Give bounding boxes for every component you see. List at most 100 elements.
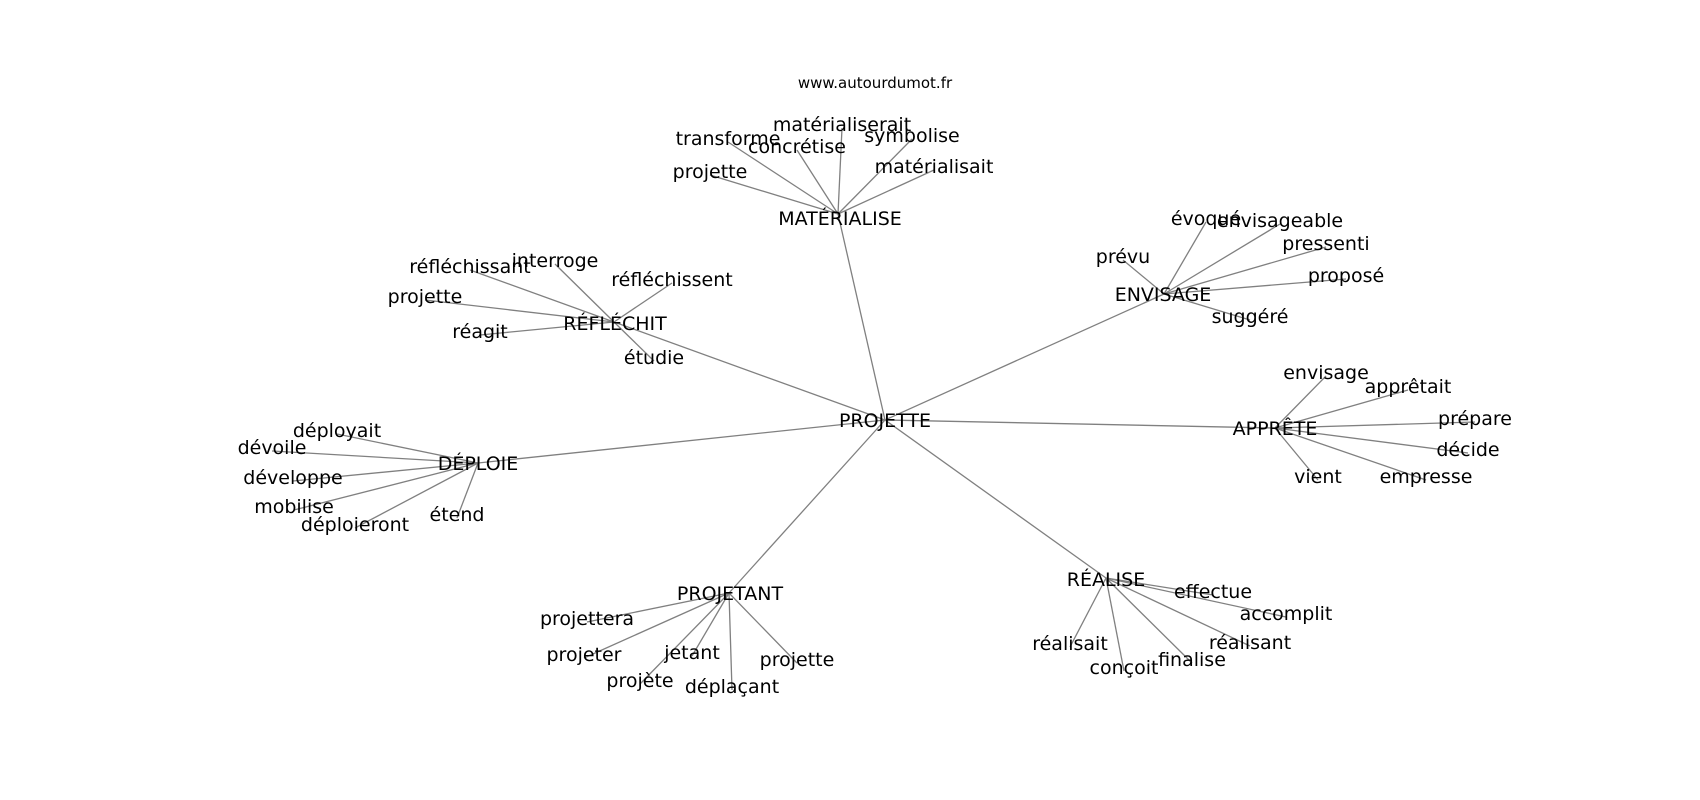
leaf-node-envisageable: envisageable: [1217, 210, 1343, 232]
edge-deploie-to-etend: [456, 462, 479, 519]
edge-realise-to-accomplit: [1105, 577, 1287, 618]
hub-node-reflechit: RÉFLÉCHIT: [563, 312, 667, 335]
leaf-node-pressenti: pressenti: [1282, 233, 1369, 255]
leaf-node-prevu: prévu: [1096, 246, 1150, 268]
leaf-node-accomplit: accomplit: [1240, 603, 1333, 625]
edge-deploie-to-mobilise: [293, 462, 479, 511]
hub-node-envisage: ENVISAGE: [1115, 284, 1212, 306]
leaf-node-developpe: développe: [243, 467, 342, 489]
leaf-node-etudie: étudie: [624, 347, 684, 369]
edge-reflechit-to-projette: [424, 299, 615, 323]
leaf-node-projete: projète: [606, 670, 673, 692]
hub-node-apprete: APPRÊTE: [1233, 417, 1318, 440]
edge-deploie-to-developpe: [292, 462, 479, 482]
edge-materialise-to-concretise: [796, 149, 839, 215]
leaf-node-interroge: interroge: [512, 250, 599, 272]
leaf-node-concoit: conçoit: [1090, 657, 1159, 679]
edge-projetant-to-projeter: [583, 592, 730, 659]
edge-projetant-to-deplacant: [728, 592, 733, 691]
source-url: www.autourdumot.fr: [798, 74, 953, 92]
edge-deploie-to-deploieront: [354, 462, 479, 529]
edge-realise-to-effectue: [1105, 577, 1214, 596]
leaf-node-suggere: suggéré: [1212, 306, 1289, 328]
edge-center-to-apprete: [884, 419, 1276, 429]
edge-projetant-to-projette: [728, 592, 798, 664]
edge-reflechit-to-interroge: [554, 263, 615, 323]
edge-apprete-to-appretait: [1274, 389, 1409, 429]
edge-envisage-to-suggere: [1163, 293, 1251, 321]
edge-apprete-to-vient: [1274, 427, 1319, 481]
edge-envisage-to-propose: [1163, 278, 1347, 295]
leaf-node-deployait: déployait: [293, 420, 381, 442]
leaf-node-reflechissant: réfléchissant: [409, 256, 530, 278]
edge-materialise-to-materialiserait: [837, 127, 843, 215]
edge-realise-to-finalise: [1105, 577, 1193, 664]
leaf-node-projette: projette: [673, 161, 748, 183]
edge-reflechit-to-reagit: [479, 321, 615, 336]
leaf-node-realisant: réalisant: [1209, 632, 1291, 654]
hub-node-deploie: DÉPLOIE: [438, 452, 519, 475]
edge-center-to-reflechit: [613, 321, 886, 421]
center-node: PROJETTE: [839, 410, 931, 432]
edge-envisage-to-prevu: [1122, 259, 1165, 295]
edge-materialise-to-materialisait: [837, 169, 935, 215]
leaf-node-projette: projette: [388, 286, 463, 308]
hub-node-materialise: MATÉRIALISE: [778, 207, 902, 230]
edge-realise-to-realisait: [1069, 577, 1107, 648]
edge-projetant-to-projete: [639, 592, 730, 685]
leaf-node-materialisait: matérialisait: [875, 156, 994, 178]
edge-envisage-to-envisageable: [1163, 223, 1281, 295]
edge-materialise-to-symbolise: [837, 138, 913, 215]
leaf-node-mobilise: mobilise: [254, 496, 334, 518]
leaf-node-projette: projette: [760, 649, 835, 671]
leaf-node-etend: étend: [430, 504, 485, 526]
edge-deploie-to-deployait: [336, 433, 479, 464]
hub-node-realise: RÉALISE: [1067, 568, 1145, 591]
edge-realise-to-concoit: [1105, 577, 1125, 672]
leaf-node-devoile: dévoile: [238, 437, 307, 459]
leaf-node-concretise: concrétise: [748, 136, 846, 158]
edge-center-to-envisage: [884, 293, 1165, 421]
leaf-node-projettera: projettera: [540, 608, 634, 630]
leaf-node-envisage: envisage: [1283, 362, 1369, 384]
graph-labels: PROJETTE MATÉRIALISE matérialiseraittransf…: [238, 114, 1512, 698]
edge-center-to-materialise: [837, 213, 886, 421]
edge-materialise-to-transforme: [727, 141, 839, 215]
leaf-node-decide: décide: [1436, 439, 1499, 461]
edge-materialise-to-projette: [709, 174, 839, 215]
leaf-node-projeter: projeter: [547, 644, 622, 666]
leaf-node-propose: proposé: [1308, 265, 1384, 287]
leaf-node-transforme: transforme: [676, 128, 781, 150]
leaf-node-reagit: réagit: [452, 321, 508, 343]
edge-realise-to-realisant: [1105, 577, 1251, 647]
edge-reflechit-to-reflechissent: [613, 282, 673, 323]
edge-center-to-realise: [884, 419, 1107, 579]
leaf-node-materialiserait: matérialiserait: [773, 114, 911, 136]
leaf-node-realisait: réalisait: [1032, 633, 1108, 655]
graph-edges: [271, 127, 1476, 691]
edge-center-to-projetant: [728, 419, 886, 594]
edge-envisage-to-evoque: [1163, 221, 1207, 295]
leaf-node-empresse: empresse: [1380, 466, 1473, 488]
hub-node-projetant: PROJETANT: [677, 583, 784, 605]
leaf-node-deplacant: déplaçant: [685, 676, 779, 698]
leaf-node-deploieront: déploieront: [301, 514, 409, 536]
edge-deploie-to-devoile: [271, 450, 479, 464]
edge-apprete-to-empresse: [1274, 427, 1427, 481]
leaf-node-effectue: effectue: [1174, 581, 1252, 603]
edge-apprete-to-decide: [1274, 427, 1469, 454]
edge-projetant-to-jetant: [691, 592, 730, 657]
leaf-node-vient: vient: [1294, 466, 1342, 488]
edge-envisage-to-pressenti: [1163, 246, 1327, 295]
leaf-node-finalise: finalise: [1158, 649, 1226, 671]
leaf-node-prepare: prépare: [1438, 408, 1512, 430]
leaf-node-symbolise: symbolise: [864, 125, 959, 147]
edge-reflechit-to-reflechissant: [469, 269, 615, 323]
leaf-node-jetant: jetant: [663, 642, 720, 664]
edge-projetant-to-projettera: [586, 592, 730, 623]
leaf-node-reflechissent: réfléchissent: [611, 269, 733, 291]
edge-reflechit-to-etudie: [613, 321, 655, 362]
edge-apprete-to-prepare: [1274, 421, 1476, 429]
leaf-node-appretait: apprêtait: [1365, 376, 1452, 398]
